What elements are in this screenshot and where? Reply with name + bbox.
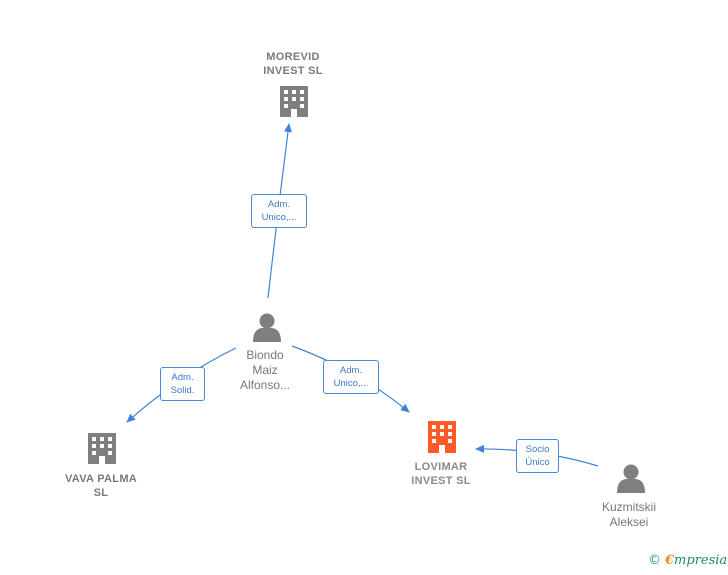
brand-initial: € bbox=[665, 553, 675, 568]
company-label-vava-palma[interactable]: VAVA PALMA SL bbox=[64, 473, 138, 499]
edge-label-adm-solid: Adm. Solid. bbox=[160, 367, 205, 401]
edge-label-socio-unico: Socio Único bbox=[516, 439, 559, 473]
person-label-biondo[interactable]: Biondo Maiz Alfonso... bbox=[239, 348, 291, 392]
brand-name: mpresia bbox=[674, 553, 728, 568]
brand-watermark: © €mpresia bbox=[648, 553, 727, 568]
person-label-kuzmitskii[interactable]: Kuzmitskii Aleksei bbox=[601, 500, 656, 529]
edge-label-adm-unico-morevid: Adm. Unico,... bbox=[251, 194, 307, 228]
person-icon[interactable] bbox=[617, 464, 645, 494]
copyright-icon: © bbox=[648, 553, 661, 568]
building-icon[interactable] bbox=[428, 421, 456, 453]
company-label-morevid[interactable]: MOREVID INVEST SL bbox=[263, 51, 323, 77]
edge-label-adm-unico-lovimar: Adm. Unico,... bbox=[323, 360, 379, 394]
building-icon[interactable] bbox=[88, 433, 116, 464]
person-icon[interactable] bbox=[253, 313, 281, 343]
building-icon[interactable] bbox=[280, 86, 308, 117]
company-label-lovimar[interactable]: LOVIMAR INVEST SL bbox=[411, 461, 471, 487]
